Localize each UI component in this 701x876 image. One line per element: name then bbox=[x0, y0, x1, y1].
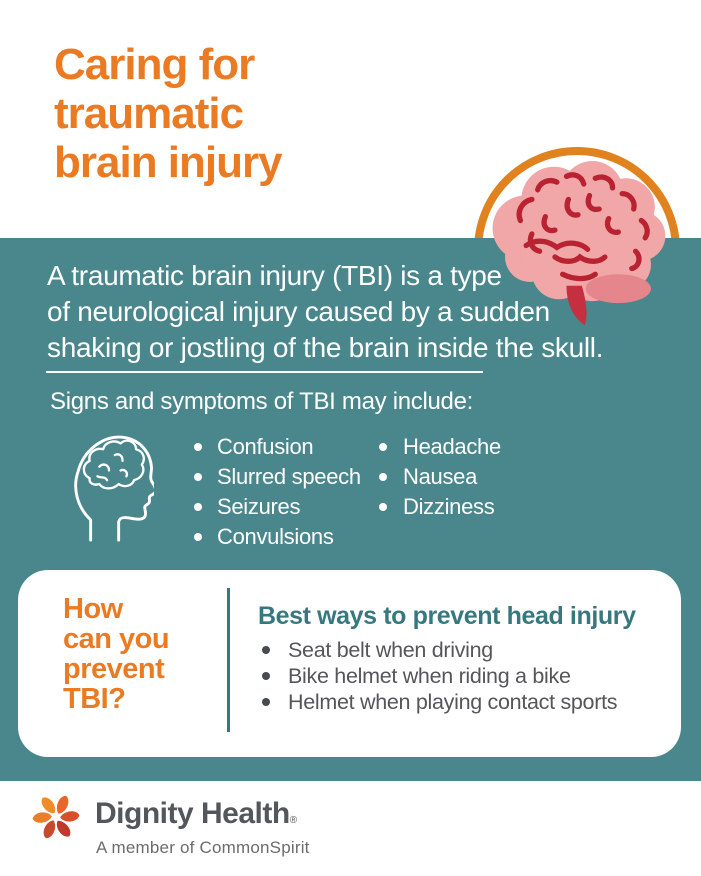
list-item: Slurred speech bbox=[190, 462, 361, 492]
list-item: Headache bbox=[375, 432, 501, 462]
prevention-heading: Best ways to prevent head injury bbox=[258, 602, 636, 630]
list-item: Dizziness bbox=[375, 492, 501, 522]
list-item: Convulsions bbox=[190, 522, 361, 552]
brand-name: Dignity Health® bbox=[95, 797, 297, 831]
section-divider bbox=[46, 371, 483, 373]
prevention-card: How can you prevent TBI? Best ways to pr… bbox=[18, 570, 681, 757]
intro-text: A traumatic brain injury (TBI) is a type… bbox=[47, 260, 604, 363]
registered-mark: ® bbox=[289, 815, 297, 826]
list-item: Helmet when playing contact sports bbox=[258, 689, 618, 715]
list-item: Seizures bbox=[190, 492, 361, 522]
symptoms-heading: Signs and symptoms of TBI may include: bbox=[50, 388, 474, 415]
card-divider bbox=[227, 588, 230, 732]
prevention-question: How can you prevent TBI? bbox=[63, 593, 170, 715]
teal-info-section: A traumatic brain injury (TBI) is a type… bbox=[0, 238, 701, 781]
page-title: Caring for traumatic brain injury bbox=[54, 40, 283, 187]
dignity-health-flower-icon bbox=[32, 795, 80, 839]
brand-text: Dignity Health bbox=[95, 797, 290, 830]
brain-icon bbox=[492, 161, 666, 326]
symptoms-list-primary: Confusion Slurred speech Seizures Convul… bbox=[190, 432, 361, 552]
head-profile-brain-icon bbox=[74, 435, 154, 542]
list-item: Confusion bbox=[190, 432, 361, 462]
brand-tagline: A member of CommonSpirit bbox=[96, 838, 310, 857]
prevention-list: Seat belt when driving Bike helmet when … bbox=[258, 637, 618, 715]
symptoms-list-secondary: Headache Nausea Dizziness bbox=[375, 432, 501, 522]
list-item: Bike helmet when riding a bike bbox=[258, 663, 617, 689]
list-item: Nausea bbox=[375, 462, 501, 492]
list-item: Seat belt when driving bbox=[258, 637, 617, 663]
